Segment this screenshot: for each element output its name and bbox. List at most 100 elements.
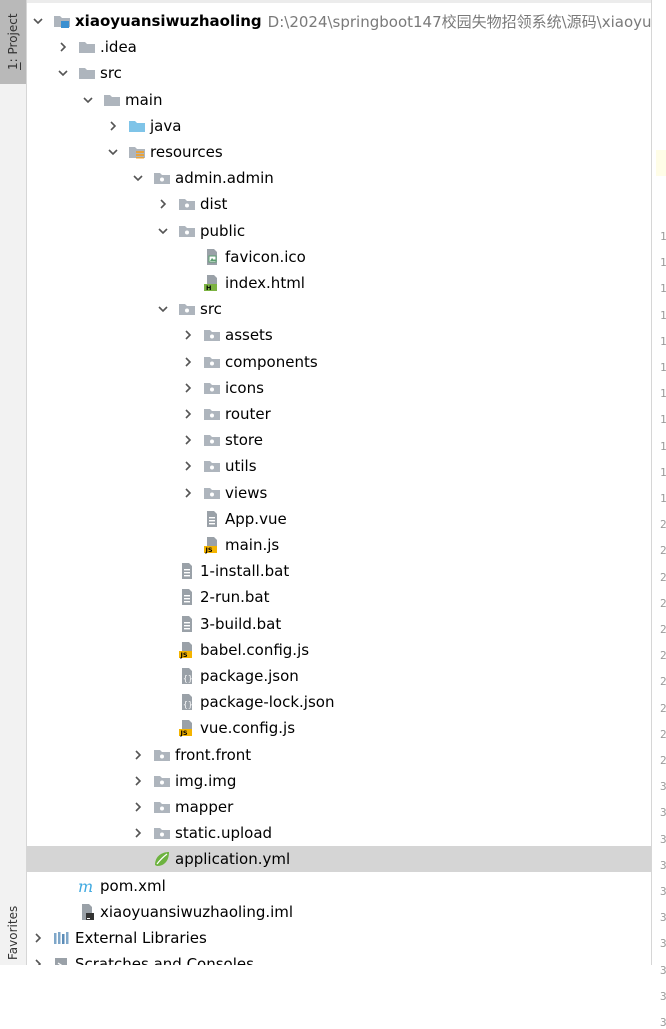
chevron-right-icon[interactable]	[181, 407, 195, 421]
package-folder-icon	[153, 798, 171, 816]
line-number: 3	[660, 937, 666, 951]
chevron-right-icon[interactable]	[181, 355, 195, 369]
tree-row-label: admin.admin	[175, 169, 274, 188]
chevron-down-icon[interactable]	[106, 145, 120, 159]
json-file-icon: {}	[178, 693, 196, 711]
chevron-down-icon[interactable]	[131, 171, 145, 185]
package-folder-icon	[153, 772, 171, 790]
js-file-icon: JS	[178, 641, 196, 659]
source-folder-icon	[128, 117, 146, 135]
chevron-right-icon[interactable]	[181, 328, 195, 342]
line-number: 2	[660, 701, 666, 715]
line-number: 3	[660, 911, 666, 925]
favorites-tool-tab[interactable]: Favorites	[0, 900, 26, 965]
line-number: 2	[660, 623, 666, 636]
folder-icon	[103, 91, 121, 109]
tree-row[interactable]: App.vue	[27, 506, 651, 532]
chevron-right-icon[interactable]	[131, 748, 145, 762]
chevron-right-icon[interactable]	[56, 40, 70, 54]
line-number: 2	[660, 649, 666, 663]
chevron-right-icon[interactable]	[131, 774, 145, 788]
tree-row[interactable]: mapper	[27, 794, 651, 820]
chevron-right-icon[interactable]	[181, 433, 195, 447]
chevron-right-icon[interactable]	[181, 381, 195, 395]
tree-row[interactable]: java	[27, 113, 651, 139]
tree-row-label: vue.config.js	[200, 719, 296, 738]
tree-row-label: utils	[225, 457, 257, 476]
tree-row[interactable]: assets	[27, 322, 651, 348]
tree-row[interactable]: front.front	[27, 742, 651, 768]
tree-row[interactable]: router	[27, 401, 651, 427]
package-folder-icon	[178, 300, 196, 318]
tree-row[interactable]: img.img	[27, 768, 651, 794]
line-number: 1	[660, 439, 666, 453]
chevron-right-icon[interactable]	[131, 800, 145, 814]
tree-row[interactable]: admin.admin	[27, 165, 651, 191]
tree-row[interactable]: resources	[27, 139, 651, 165]
tree-row[interactable]: 1-install.bat	[27, 558, 651, 584]
chevron-down-icon[interactable]	[56, 66, 70, 80]
tree-row[interactable]: 2-run.bat	[27, 584, 651, 610]
svg-text:{}: {}	[183, 674, 193, 683]
tree-row-label: pom.xml	[100, 876, 166, 895]
chevron-right-icon[interactable]	[181, 459, 195, 473]
maven-file-icon: m	[78, 877, 96, 895]
tree-row-label: application.yml	[175, 850, 291, 869]
tree-row[interactable]: views	[27, 480, 651, 506]
tree-row[interactable]: {}package.json	[27, 663, 651, 689]
tree-row[interactable]: dist	[27, 191, 651, 217]
tree-row[interactable]: store	[27, 427, 651, 453]
tree-row[interactable]: utils	[27, 453, 651, 479]
tree-row-label: Scratches and Consoles	[75, 955, 254, 965]
tree-header-edge	[27, 0, 651, 3]
project-tool-tab[interactable]: 1: Project	[0, 0, 26, 84]
line-number: 1	[660, 282, 666, 296]
tree-row-label: icons	[225, 378, 264, 397]
chevron-down-icon[interactable]	[156, 302, 170, 316]
chevron-down-icon[interactable]	[156, 224, 170, 238]
tree-row[interactable]: icons	[27, 375, 651, 401]
tree-row-label: main.js	[225, 536, 280, 554]
chevron-right-icon[interactable]	[31, 957, 45, 965]
tree-row[interactable]: public	[27, 218, 651, 244]
js-file-icon: JS	[203, 536, 221, 554]
tree-row[interactable]: favicon.ico	[27, 244, 651, 270]
chevron-right-icon[interactable]	[106, 119, 120, 133]
tree-row[interactable]: xiaoyuansiwuzhaoling.iml	[27, 899, 651, 925]
line-number: 1	[660, 387, 666, 401]
tree-row[interactable]: src	[27, 60, 651, 86]
tree-row[interactable]: Scratches and Consoles	[27, 951, 651, 965]
line-number: 2	[660, 518, 666, 532]
tree-row-label: 3-build.bat	[200, 614, 282, 633]
tree-row[interactable]: static.upload	[27, 820, 651, 846]
svg-text:H: H	[206, 284, 211, 292]
tree-row[interactable]: {}package-lock.json	[27, 689, 651, 715]
tree-row[interactable]: src	[27, 296, 651, 322]
chevron-down-icon[interactable]	[31, 14, 45, 28]
chevron-down-icon[interactable]	[81, 93, 95, 107]
tree-row[interactable]: components	[27, 349, 651, 375]
chevron-right-icon[interactable]	[181, 486, 195, 500]
tree-row[interactable]: External Libraries	[27, 925, 651, 951]
tree-row[interactable]: 3-build.bat	[27, 611, 651, 637]
chevron-right-icon[interactable]	[156, 197, 170, 211]
tree-row[interactable]: .idea	[27, 34, 651, 60]
tree-row-label: static.upload	[175, 824, 273, 843]
tree-row[interactable]: application.yml	[27, 846, 651, 873]
chevron-right-icon[interactable]	[31, 931, 45, 945]
package-folder-icon	[178, 222, 196, 240]
line-number: 1	[660, 413, 666, 427]
folder-icon	[78, 64, 96, 82]
tree-row[interactable]: main	[27, 87, 651, 113]
chevron-right-icon[interactable]	[131, 826, 145, 840]
package-folder-icon	[203, 431, 221, 449]
package-folder-icon	[203, 379, 221, 397]
